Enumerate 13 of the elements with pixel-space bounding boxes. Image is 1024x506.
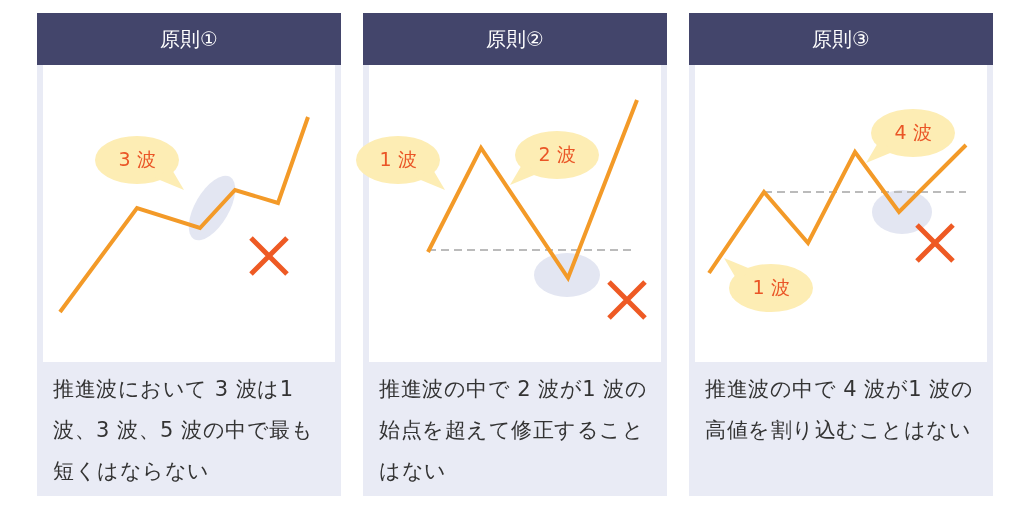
- rule-text: 推進波において 3 波は1 波、3 波、5 波の中で最も短くはならない: [53, 376, 315, 485]
- panel-header: 原則③: [689, 13, 993, 65]
- wave-label: 2 波: [538, 142, 576, 167]
- wave-label: 1 波: [752, 275, 790, 300]
- panel-header: 原則①: [37, 13, 341, 65]
- wave-label: 3 波: [118, 147, 156, 172]
- wave-label: 4 波: [894, 120, 932, 145]
- panel-header: 原則②: [363, 13, 667, 65]
- rule-panel: [689, 13, 993, 496]
- rule-text: 推進波の中で 2 波が1 波の始点を超えて修正することはない: [379, 376, 649, 485]
- rule-text: 推進波の中で 4 波が1 波の高値を割り込むことはない: [705, 376, 975, 444]
- rule-panel: [37, 13, 341, 496]
- wave-label: 1 波: [379, 147, 417, 172]
